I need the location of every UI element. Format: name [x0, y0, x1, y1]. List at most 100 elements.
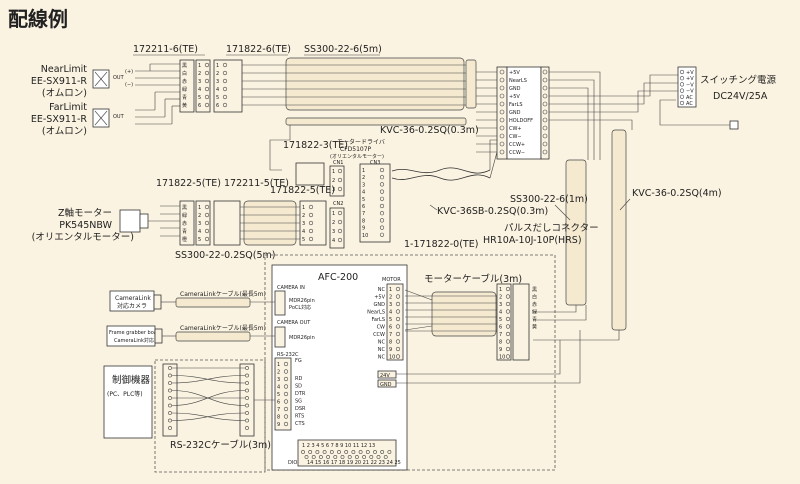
motor-cable [405, 291, 497, 337]
terminal-label: +5V [509, 70, 520, 76]
grabber-line2: CameraLink対応 [114, 337, 154, 344]
terminal-screw [499, 133, 505, 139]
pin-hole [379, 218, 385, 223]
pin-hole [505, 331, 511, 337]
pin-hole [379, 189, 385, 194]
terminal-screw [542, 101, 548, 107]
pin-hole [505, 316, 511, 322]
afc-mdr-out: MDR26pin [289, 335, 315, 341]
wire-color: 青 [182, 94, 187, 101]
pin-hole [204, 220, 210, 226]
terminal-screw [499, 141, 505, 147]
terminal-screw [499, 69, 505, 75]
pulse-connector-label: パルスだしコネクター [504, 223, 599, 234]
pin-number: 3 [302, 221, 305, 227]
pin-hole [204, 236, 210, 242]
near-pin-plus: (+) [125, 69, 133, 75]
wire-color: 青 [532, 316, 537, 323]
afc-200: AFC-200 CAMERA IN MDR26pin PoCL対応 CAMERA… [271, 264, 581, 471]
pin-number: 1 [302, 205, 305, 211]
connector-171822-6-label: 171822-6(TE) [226, 44, 291, 55]
far-out-label: OUT [113, 114, 125, 120]
wire-color: 白 [532, 294, 537, 301]
terminal-label: +5V [509, 94, 520, 100]
wire-color: 青 [182, 228, 187, 235]
pin-number: 3 [332, 229, 335, 235]
motor-pin-label: NC [378, 340, 386, 346]
pin-number: 4 [198, 229, 201, 235]
pin-hole [505, 294, 511, 299]
interconnect-wires [404, 71, 678, 341]
rs-cable-wire [171, 412, 246, 421]
cable-ss300-5m-bottom [240, 200, 300, 246]
pin-hole [204, 212, 210, 218]
pin-hole [337, 228, 343, 234]
afc-camera-in: CAMERA IN [277, 285, 305, 291]
near-sensor-name: NearLimit [41, 64, 88, 75]
power-term-label: AC [686, 95, 693, 101]
pin-hole [505, 324, 511, 329]
power-name: スイッチング電源 [700, 74, 777, 86]
dio-pin [383, 455, 388, 459]
controller-line2: (PC、PLC等) [107, 390, 143, 398]
pin-number: 7 [389, 332, 392, 338]
far-sensor-symbol [92, 108, 110, 128]
afc-24v: 24V [380, 373, 390, 379]
near-sensor-maker: (オムロン) [42, 88, 87, 99]
terminal-screw [542, 141, 548, 147]
pin-number: 1 [198, 63, 201, 69]
wire-color: 黄 [532, 324, 537, 331]
terminal-screw [542, 117, 548, 123]
afc-fg: FG [295, 358, 302, 364]
pin-hole [283, 384, 289, 389]
driver-cn2: CN2 [333, 201, 343, 207]
afc-gnd: GND [380, 382, 392, 388]
terminal-screw [499, 101, 505, 107]
pin-number: 7 [277, 407, 280, 413]
pin-number: 1 [277, 362, 280, 368]
pin-hole [395, 316, 401, 322]
terminal-label: CW+ [509, 126, 522, 132]
pin-hole [308, 212, 314, 218]
wire-color: 黒 [532, 287, 537, 293]
pin-hole [505, 309, 511, 314]
afc-name: AFC-200 [318, 272, 358, 283]
pin-number: 2 [302, 213, 305, 219]
pin-number: 2 [499, 295, 502, 301]
pin-number: 6 [277, 400, 280, 406]
cameralink-cable-1-label: CameraLinkケーブル(最長5m) [180, 290, 266, 298]
pin-hole [395, 324, 401, 329]
pin-number: 6 [198, 103, 201, 109]
cable-ss300-5m-bottom-label: SS300-22-0.2SQ(5m) [175, 250, 275, 261]
rs-pin-label: CTS [295, 421, 305, 427]
power-screw [679, 100, 685, 106]
connector-172211-5-label: 172211-5(TE) [224, 178, 289, 189]
terminal-label: GND [509, 110, 521, 116]
pin-hole [283, 361, 289, 367]
connector-171822-3 [295, 162, 325, 186]
afc-camera-out: CAMERA OUT [277, 320, 311, 326]
dio-pin [318, 455, 323, 459]
afc-dio-bottom: 14 15 16 17 18 19 20 21 22 23 24 25 [307, 460, 401, 466]
terminal-label: FarLS [509, 102, 523, 108]
driver-label: モータードライバ [337, 138, 385, 146]
rs-pin-label: DTR [295, 391, 306, 397]
cable-kvc-4m-label: KVC-36-0.2SQ(4m) [632, 188, 722, 199]
pin-hole [204, 94, 210, 100]
dio-pin [311, 455, 316, 459]
wire-color: 黒 [182, 205, 187, 211]
motor-driver: モータードライバ CFD5107P (オリエンタルモーター) CN1 CN3 C… [298, 138, 391, 249]
power-spec: DC24V/25A [713, 91, 768, 102]
terminal-screw [499, 125, 505, 131]
pin-hole [379, 167, 385, 173]
pin-hole [395, 294, 401, 299]
pin-number: 6 [499, 325, 502, 331]
connector-172211-6-label: 172211-6(TE) [133, 44, 198, 55]
pin-hole [283, 376, 289, 382]
cable-kvc-03-top-label: KVC-36-0.2SQ(0.3m) [380, 125, 479, 136]
pin-number: 1 [332, 211, 335, 217]
page-title: 配線例 [8, 7, 68, 31]
pin-number: 8 [277, 415, 280, 421]
